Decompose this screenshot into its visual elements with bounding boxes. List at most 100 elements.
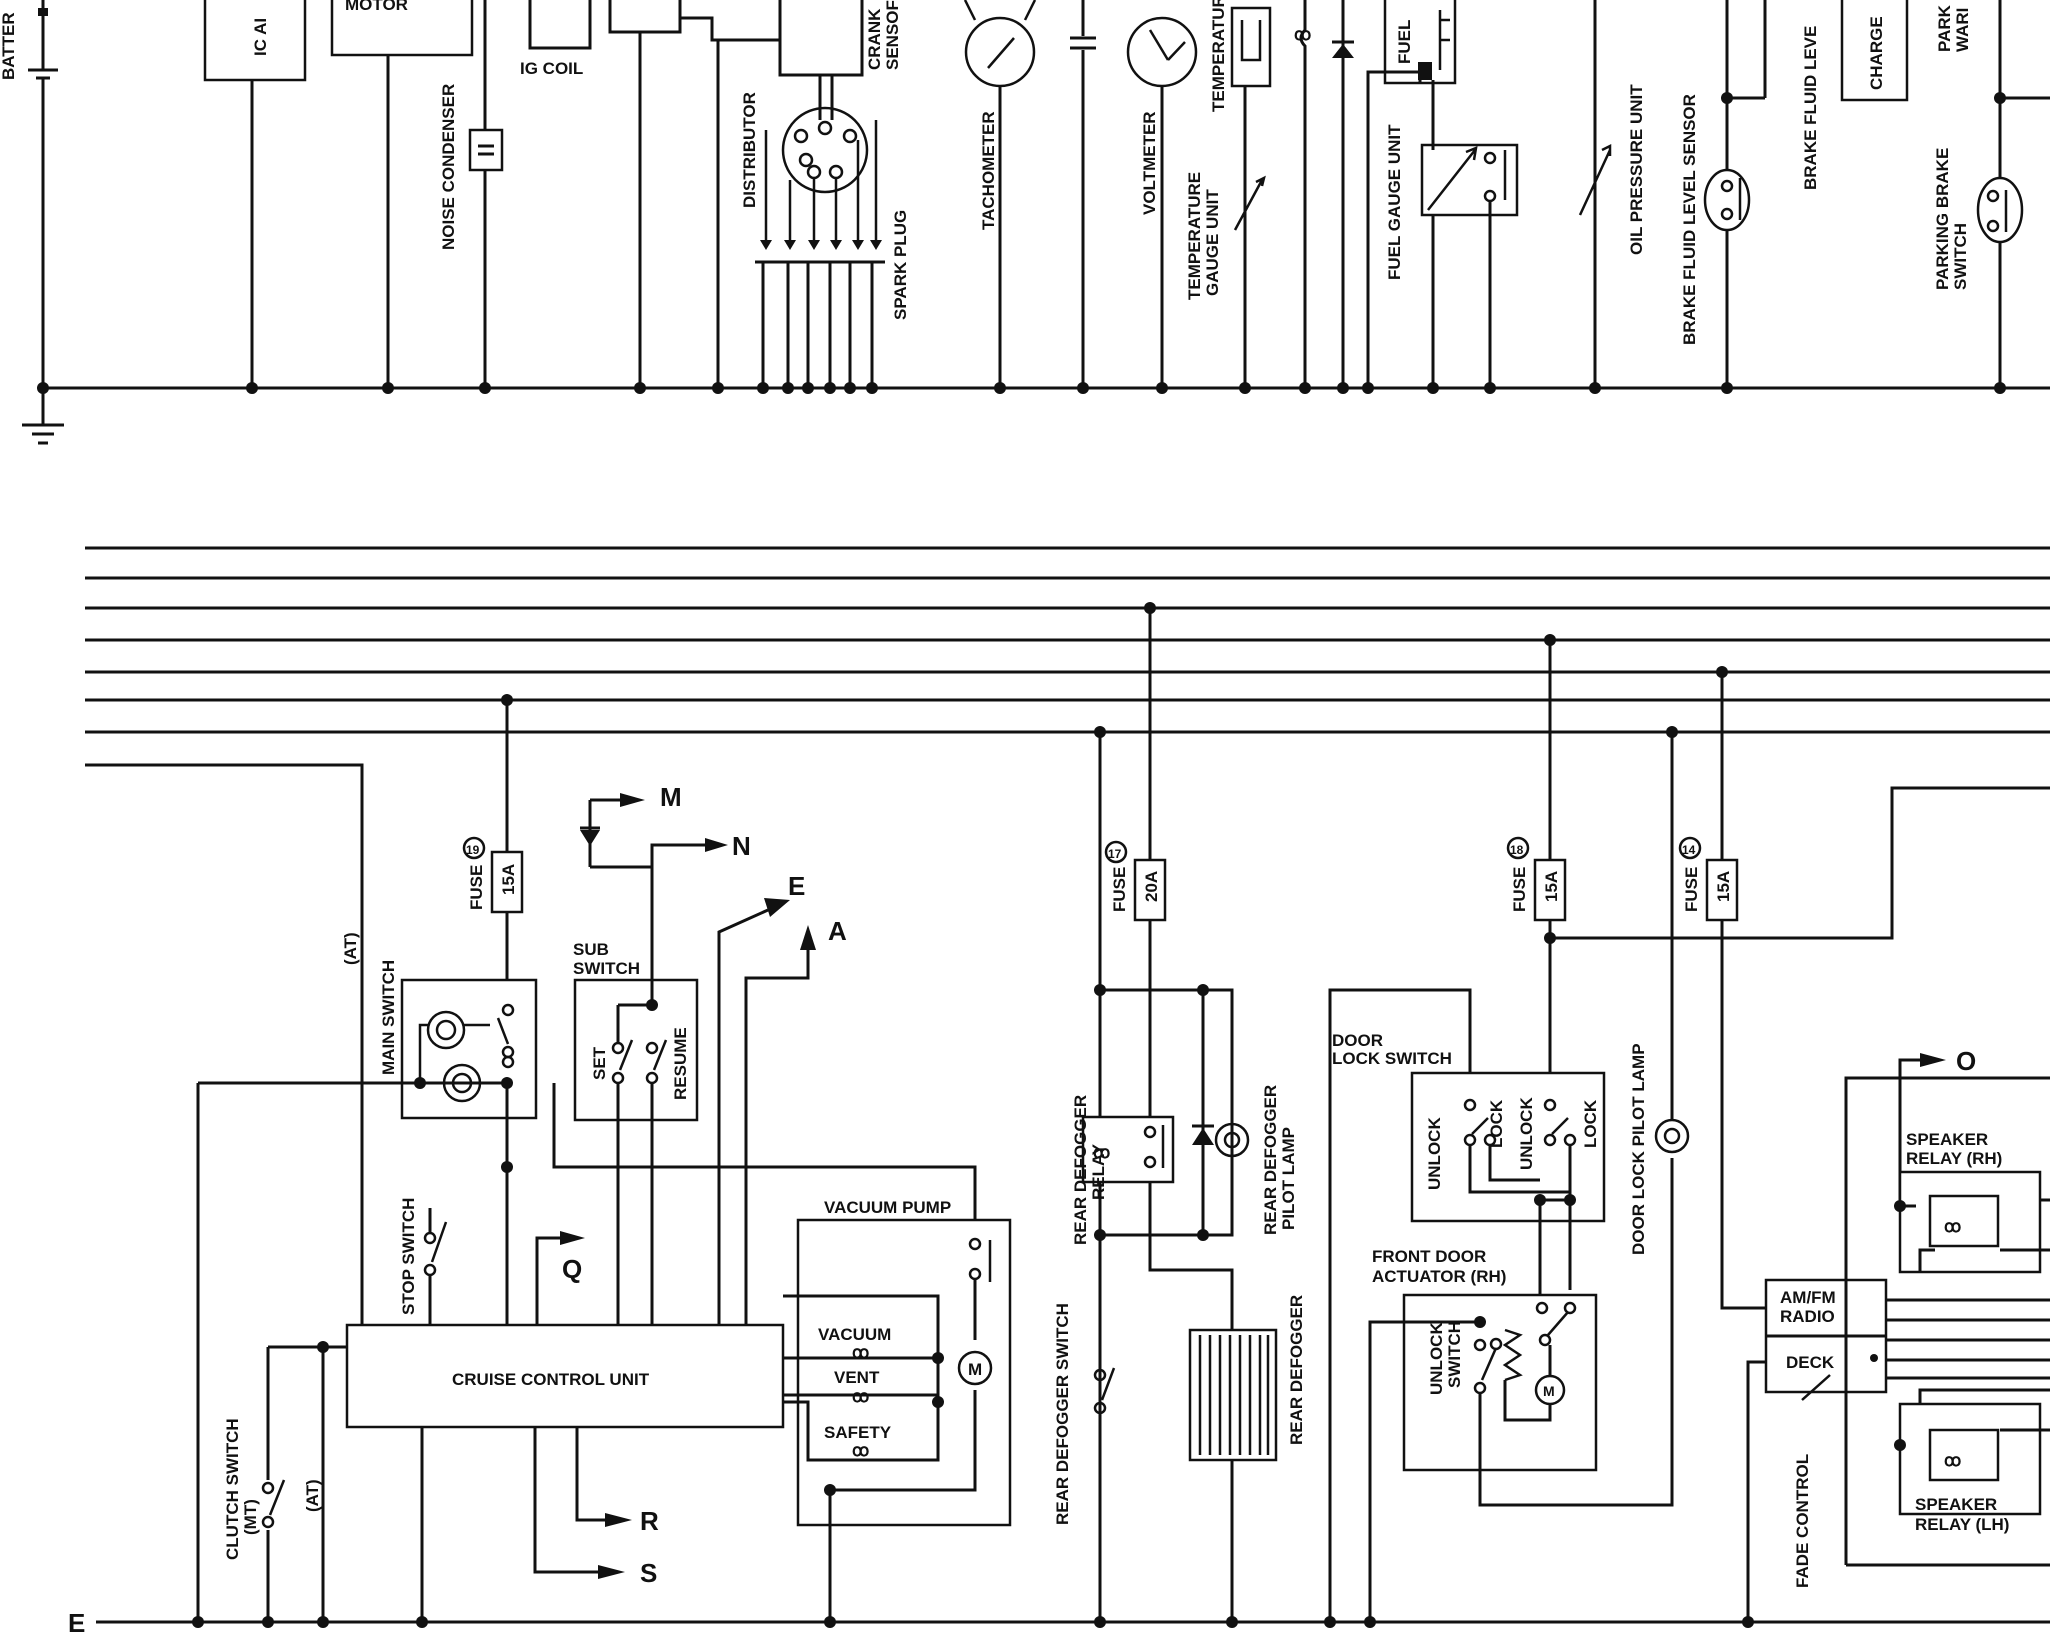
letter-n: N xyxy=(732,831,751,861)
oil-pressure-symbol xyxy=(1578,143,1612,216)
fuse-19-number-circle xyxy=(462,836,486,860)
main-switch-label: MAIN SWITCH xyxy=(379,960,398,1075)
am-fm-label: AM/FM xyxy=(1780,1288,1836,1307)
brake-fluid-sensor-symbol xyxy=(1703,168,1751,232)
defogger-diode xyxy=(1192,1128,1214,1145)
speaker-relay-lh-label-2: RELAY (LH) xyxy=(1915,1515,2009,1534)
rear-defogger-pilot-label: REAR DEFOGGER xyxy=(1261,1085,1280,1235)
letter-r: R xyxy=(640,1506,659,1536)
fuse-19-rating: 15A xyxy=(499,864,518,895)
spark-plugs xyxy=(755,120,885,388)
at-label-2: (AT) xyxy=(303,1479,322,1512)
rear-defogger-grid xyxy=(1188,1328,1278,1462)
rear-defogger-switch-label: REAR DEFOGGER SWITCH xyxy=(1053,1303,1072,1525)
svg-text:ꝏ: ꝏ xyxy=(852,1343,869,1362)
parking-brake-label: PARKING BRAKE xyxy=(1933,148,1952,290)
crank-label: CRANK xyxy=(865,8,884,70)
charge-box xyxy=(1840,0,1909,102)
ic-box xyxy=(203,0,307,82)
door-unlock-label: UNLOCK xyxy=(1425,1117,1444,1190)
front-door-actuator-label: FRONT DOOR xyxy=(1372,1247,1486,1266)
tachometer-symbol xyxy=(964,16,1036,88)
parking-brake-label-2: SWITCH xyxy=(1951,223,1970,290)
rear-defogger-relay-label-2: RELAY xyxy=(1089,1143,1108,1200)
set-label: SET xyxy=(590,1046,609,1080)
bottom-section: E (AT) 15A FUSE 19 MAIN SWITCH STOP SWIT… xyxy=(68,546,2050,1638)
door-lock-pilot-lamp-label: DOOR LOCK PILOT LAMP xyxy=(1629,1043,1648,1255)
cruise-control-unit-box xyxy=(345,1323,785,1429)
door-lock-switch-label: DOOR xyxy=(1332,1031,1383,1050)
brake-fluid-level-label: BRAKE FLUID LEVE xyxy=(1801,26,1820,190)
am-fm-label-2: RADIO xyxy=(1780,1307,1835,1326)
charge-label: CHARGE xyxy=(1867,16,1886,90)
speaker-relay-lh-label: SPEAKER xyxy=(1915,1495,1997,1514)
unlock-switch-label-2: SWITCH xyxy=(1445,1321,1464,1388)
fuse-14-number: 14 xyxy=(1682,843,1696,857)
rear-defogger-pilot-label-2: PILOT LAMP xyxy=(1279,1127,1298,1230)
svg-text:ꝏ: ꝏ xyxy=(1093,1143,1110,1162)
door-unlock-label-2: UNLOCK xyxy=(1517,1097,1536,1170)
battery-label: BATTER xyxy=(0,12,18,80)
rear-defogger-pilot-lamp xyxy=(1214,1122,1250,1158)
letter-e-top: E xyxy=(788,871,805,901)
fuse-14-box xyxy=(1705,858,1739,922)
speaker-relay-rh-label-2: RELAY (RH) xyxy=(1906,1149,2002,1168)
letter-q: Q xyxy=(562,1254,582,1284)
voltmeter-label: VOLTMETER xyxy=(1140,111,1159,215)
speaker-relay-rh-label: SPEAKER xyxy=(1906,1130,1988,1149)
letter-a: A xyxy=(828,916,847,946)
diode-symbol xyxy=(1332,44,1354,58)
fuse-17-label: FUSE xyxy=(1110,867,1129,912)
sub-switch-label-2: SWITCH xyxy=(573,959,640,978)
top-section: BATTER IC AI MOTOR NOISE CONDENSER IG CO… xyxy=(0,0,2050,445)
fuse-19-number: 19 xyxy=(466,843,480,857)
tachometer-label: TACHOMETER xyxy=(979,111,998,230)
svg-text:ꝏ: ꝏ xyxy=(1944,1451,1961,1470)
letter-s: S xyxy=(640,1558,657,1588)
fuse-18-number: 18 xyxy=(1510,843,1524,857)
fuse-17-number: 17 xyxy=(1108,847,1122,861)
ground-label-e: E xyxy=(68,1608,85,1638)
temperature-gauge-label: TEMPERATURE xyxy=(1185,172,1204,300)
park-label: PARK xyxy=(1935,4,1954,52)
oil-pressure-label: OIL PRESSURE UNIT xyxy=(1627,84,1646,255)
clutch-switch-label: CLUTCH SWITCH xyxy=(223,1418,242,1560)
rear-defogger-relay-box xyxy=(1081,1115,1175,1184)
at-label-1: (AT) xyxy=(341,932,360,965)
distributor-symbol xyxy=(781,75,869,194)
svg-text:ꝏ: ꝏ xyxy=(852,1441,869,1460)
door-lock-switch-label-2: LOCK SWITCH xyxy=(1332,1049,1452,1068)
fuel-label: FUEL xyxy=(1395,20,1414,64)
cruise-control-label: CRUISE CONTROL UNIT xyxy=(452,1370,650,1389)
brake-fluid-sensor-label: BRAKE FLUID LEVEL SENSOR xyxy=(1680,94,1699,345)
spark-plug-label: SPARK PLUG xyxy=(891,210,910,320)
door-lock-label: LOCK xyxy=(1487,1099,1506,1148)
bus-line-8 xyxy=(85,763,364,1325)
temperature-label: TEMPERATUR xyxy=(1209,0,1228,112)
battery-symbol xyxy=(28,0,58,388)
thermistor-arrow xyxy=(1233,175,1266,231)
unlock-switch-label: UNLOCK xyxy=(1427,1322,1446,1395)
fade-control-label: FADE CONTROL xyxy=(1793,1454,1812,1588)
vacuum-label: VACUUM xyxy=(818,1325,891,1344)
svg-text:ꝏ: ꝏ xyxy=(1294,25,1311,44)
vacuum-pump-motor xyxy=(957,1350,993,1386)
distributor-label: DISTRIBUTOR xyxy=(740,92,759,208)
fuse-14-rating: 15A xyxy=(1714,871,1733,902)
fuse-19-label: FUSE xyxy=(467,865,486,910)
safety-label: SAFETY xyxy=(824,1423,892,1442)
ig-coil-label: IG COIL xyxy=(520,59,583,78)
sub-switch-diode xyxy=(580,830,600,846)
parking-brake-switch-symbol xyxy=(1976,176,2024,244)
sub-switch-label: SUB xyxy=(573,940,609,959)
vacuum-pump-motor-label: M xyxy=(968,1360,982,1379)
fuse-19-box xyxy=(490,850,524,914)
motor-label: MOTOR xyxy=(345,0,408,14)
temperature-gauge-label-2: GAUGE UNIT xyxy=(1203,189,1222,296)
fuse-18-rating: 15A xyxy=(1542,871,1561,902)
noise-condenser-symbol xyxy=(468,128,504,172)
clutch-switch-label-2: (MT) xyxy=(241,1499,260,1535)
park-label-2: WARI xyxy=(1953,8,1972,52)
